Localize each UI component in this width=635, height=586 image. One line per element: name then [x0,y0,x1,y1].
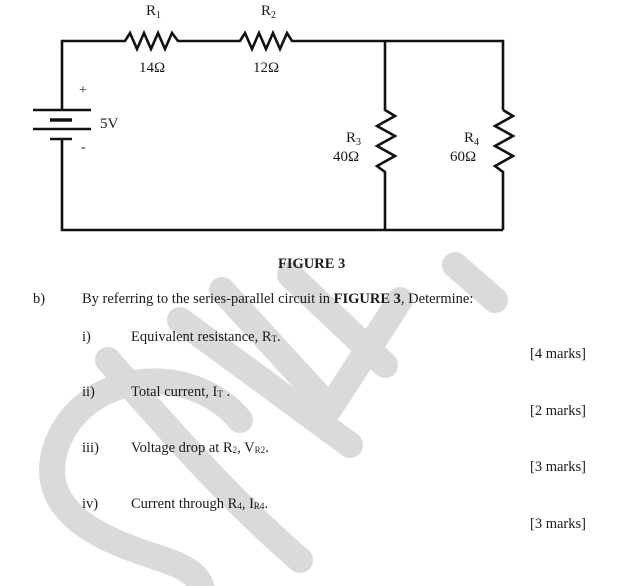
intro-figure-ref: FIGURE 3 [333,291,401,307]
r3-name: R [346,130,357,146]
item-subscript: R4 [253,501,265,511]
bottom-wire [60,139,503,232]
item-text: Current through R4, IR4. [131,496,268,513]
item-marks: [3 marks] [530,516,586,532]
item-number: iii) [82,440,99,456]
item-tail: . [265,440,269,456]
r1-value: 14Ω [139,60,166,76]
item-tail: . [277,329,281,345]
item-subscript: R2 [254,445,266,455]
question-label: b) [33,291,46,307]
item-subscript-resistor: 2 [232,445,238,455]
item-marks: [3 marks] [530,459,586,475]
r4-name: R [464,130,475,146]
item-text: Equivalent resistance, RT. [131,329,281,346]
figure-caption: FIGURE 3 [278,256,346,272]
item-subscript: T [271,334,278,344]
question-intro: By referring to the series-parallel circ… [82,291,473,308]
r2-label: R2 [261,3,276,21]
resistor-r3-branch [374,41,398,230]
item-marks: [2 marks] [530,403,586,419]
r3-sub: 3 [356,137,362,148]
item-text-main: Total current, I [131,384,218,400]
item-text-mid: , I [241,496,254,512]
r2-sub: 2 [271,10,277,21]
item-tail: . [264,496,269,512]
intro-tail: , Determine: [400,291,474,307]
r2-value: 12Ω [253,60,280,76]
item-text-main: Voltage drop at R [131,440,233,456]
circuit-diagram [33,29,516,232]
watermark-i-stroke [442,252,508,313]
item-text-main: Current through R [131,496,238,512]
battery-plus-sign: + [79,83,87,98]
item-number: iv) [82,496,99,512]
item-text-mid: , V [237,440,255,456]
item-subscript-resistor: 4 [237,501,242,511]
r2-name: R [261,3,272,19]
item-text-main: Equivalent resistance, R [131,329,272,345]
r4-label: R4 [464,130,479,148]
watermark-s-stroke [39,368,253,586]
intro-text: By referring to the series-parallel circ… [82,291,334,307]
battery-voltage: 5V [100,116,119,132]
item-number: i) [82,329,91,345]
battery-minus-sign: - [81,140,86,155]
r4-value: 60Ω [450,149,477,165]
resistor-r4-branch [492,108,516,230]
r1-label: R1 [146,3,161,21]
r3-value: 40Ω [333,149,360,165]
watermark-l2-stroke [277,262,398,378]
watermark-l-stroke [209,277,413,430]
item-subscript: T [217,389,223,399]
item-text: Total current, IT . [131,384,230,401]
r4-sub: 4 [474,137,480,148]
watermark-u-stroke [95,347,313,573]
watermark-v-stroke [167,307,363,458]
item-tail: . [222,384,231,400]
r1-name: R [146,3,157,19]
item-number: ii) [82,384,95,400]
r3-label: R3 [346,130,361,148]
item-text: Voltage drop at R2, VR2. [131,440,269,457]
r1-sub: 1 [156,10,162,21]
top-wire-with-r1-r2 [60,29,505,110]
item-marks: [4 marks] [530,346,586,362]
